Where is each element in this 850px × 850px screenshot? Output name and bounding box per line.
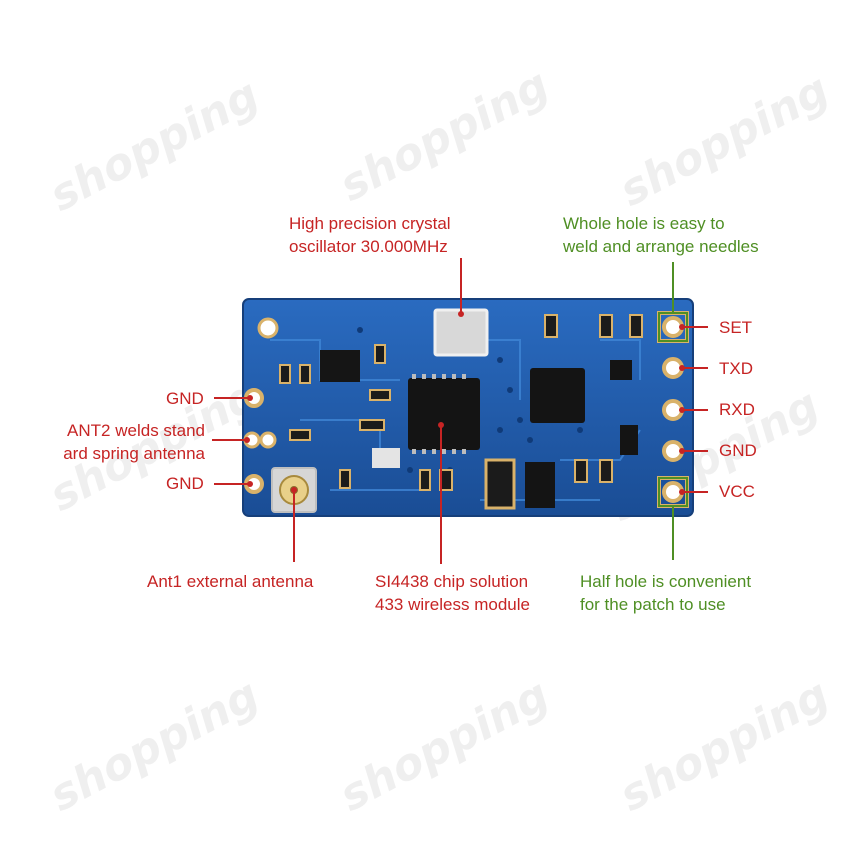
- pin-label-vcc: VCC: [719, 482, 755, 501]
- mcu-chip: [530, 368, 585, 423]
- smd-components: [279, 314, 643, 510]
- left-pads: [243, 388, 277, 494]
- half-hole-callout: Half hole is convenient for the patch to…: [580, 572, 752, 614]
- si4438-chip: [408, 378, 480, 450]
- pin-label-rxd: RXD: [719, 400, 755, 419]
- small-ic: [320, 350, 360, 382]
- ant2-callout: ANT2 welds stand ard spring antenna: [63, 421, 205, 463]
- gnd-top-label: GND: [166, 389, 204, 408]
- mounting-hole: [257, 317, 279, 339]
- crystal-callout: High precision crystal oscillator 30.000…: [289, 214, 451, 256]
- chip-callout: SI4438 chip solution 433 wireless module: [375, 572, 530, 614]
- pin-label-txd: TXD: [719, 359, 753, 378]
- annotation-lines: [212, 258, 708, 564]
- gnd-bottom-label: GND: [166, 474, 204, 493]
- pin-label-gnd: GND: [719, 441, 757, 460]
- ant1-callout: Ant1 external antenna: [147, 572, 314, 591]
- whole-hole-callout: Whole hole is easy to weld and arrange n…: [563, 214, 759, 256]
- pin-label-set: SET: [719, 318, 753, 337]
